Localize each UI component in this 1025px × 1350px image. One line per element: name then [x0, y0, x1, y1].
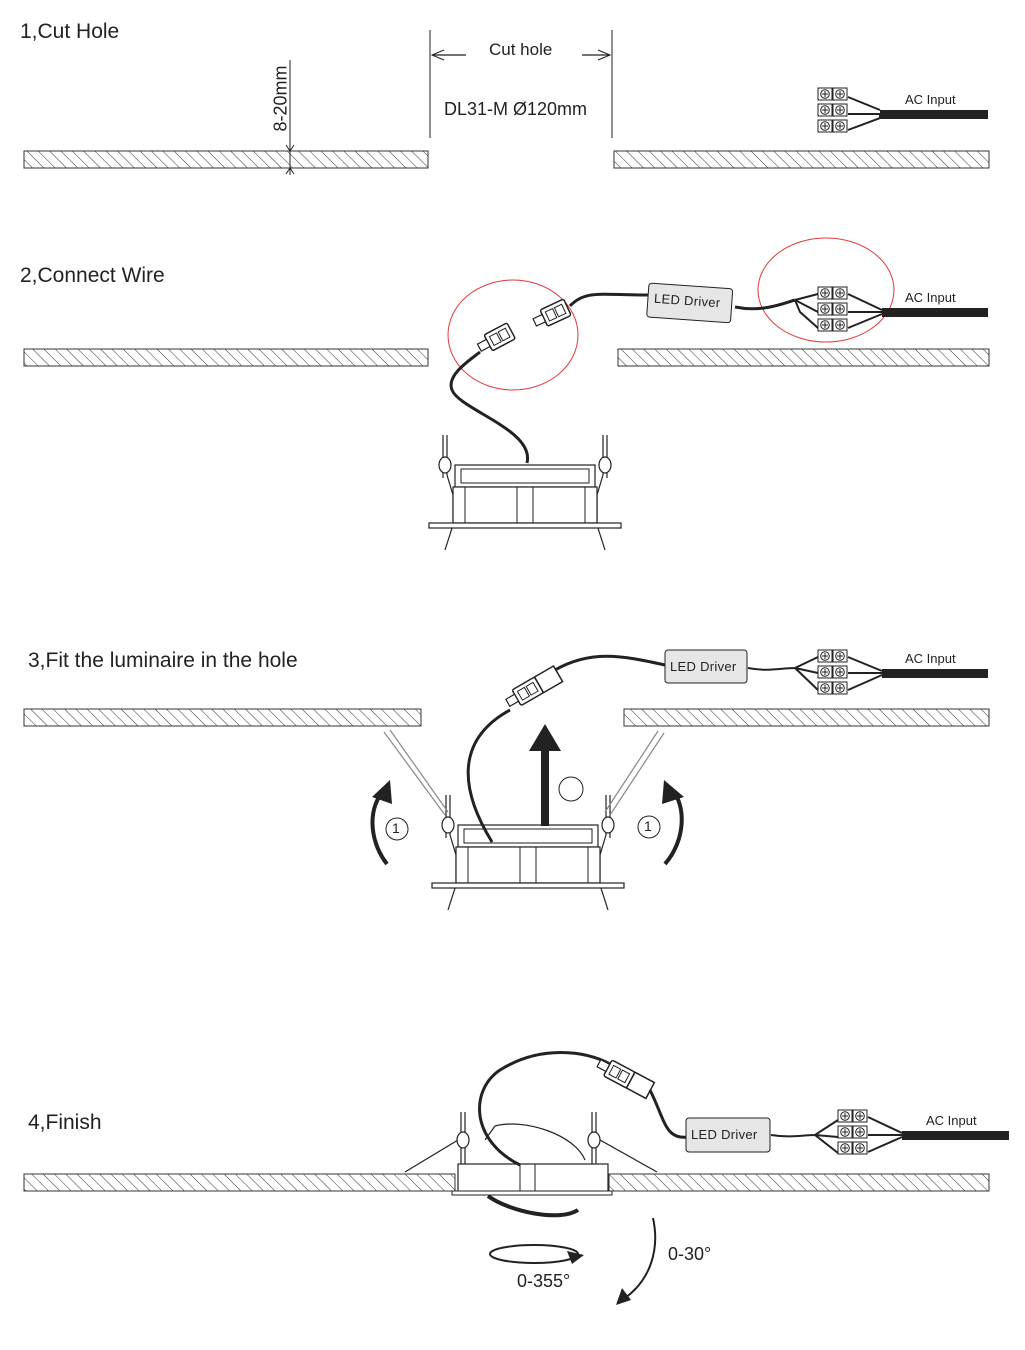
step-circle-left — [385, 817, 409, 841]
ac-input-label-1: AC Input — [905, 92, 956, 107]
led-driver-label-3: LED Driver — [670, 659, 737, 674]
step2-diagram — [23, 237, 990, 551]
led-driver-label-4: LED Driver — [691, 1127, 758, 1142]
push-arrow-head — [529, 724, 561, 751]
led-driver-2 — [646, 282, 734, 324]
led-driver-3 — [664, 649, 748, 684]
step1-title: 1,Cut Hole — [20, 20, 120, 43]
highlight-terminal — [757, 237, 895, 343]
fixture-trim-4 — [457, 1163, 609, 1195]
push-arrow-shaft — [541, 748, 549, 826]
ceiling-right-1 — [613, 150, 990, 169]
ac-input-label-4: AC Input — [926, 1113, 977, 1128]
model-diameter-label: DL31-M Ø120mm — [444, 99, 588, 119]
step4-title: 4,Finish — [28, 1111, 102, 1134]
ac-input-label-3: AC Input — [905, 651, 956, 666]
step2-title: 2,Connect Wire — [20, 264, 165, 287]
tilted-lens — [486, 1194, 580, 1218]
step4-diagram — [23, 1051, 1009, 1305]
rotation-arrow — [489, 1244, 579, 1264]
thickness-label: 8-20mm — [270, 65, 291, 132]
ceiling-left-2 — [23, 348, 429, 367]
ceiling-right-3 — [623, 708, 990, 727]
ceiling-right-4 — [608, 1173, 990, 1192]
ceiling-right-2 — [617, 348, 990, 367]
step3-diagram — [23, 649, 990, 911]
tilt-angle-label: 0-30° — [668, 1244, 712, 1264]
ceiling-left-3 — [23, 708, 422, 727]
fixture-cable-4 — [478, 1051, 613, 1167]
cut-hole-label: Cut hole — [489, 40, 553, 59]
step1-diagram — [23, 30, 990, 175]
highlight-connector — [447, 279, 579, 391]
ceiling-left-1 — [23, 150, 429, 169]
ac-input-label-2: AC Input — [905, 290, 956, 305]
step-marker-left: 1 — [392, 820, 400, 836]
ceiling-left-4 — [23, 1173, 456, 1192]
led-driver-4 — [685, 1117, 771, 1153]
step-marker-right: 1 — [644, 818, 652, 834]
fixture-cable-2 — [449, 350, 529, 464]
step-circle-center — [558, 776, 584, 802]
fixture-cable-3 — [466, 708, 511, 843]
step3-title: 3,Fit the luminaire in the hole — [28, 649, 298, 672]
rotation-angle-label: 0-355° — [517, 1271, 571, 1291]
tilt-arrow — [624, 1217, 657, 1299]
step-circle-right — [637, 815, 661, 839]
